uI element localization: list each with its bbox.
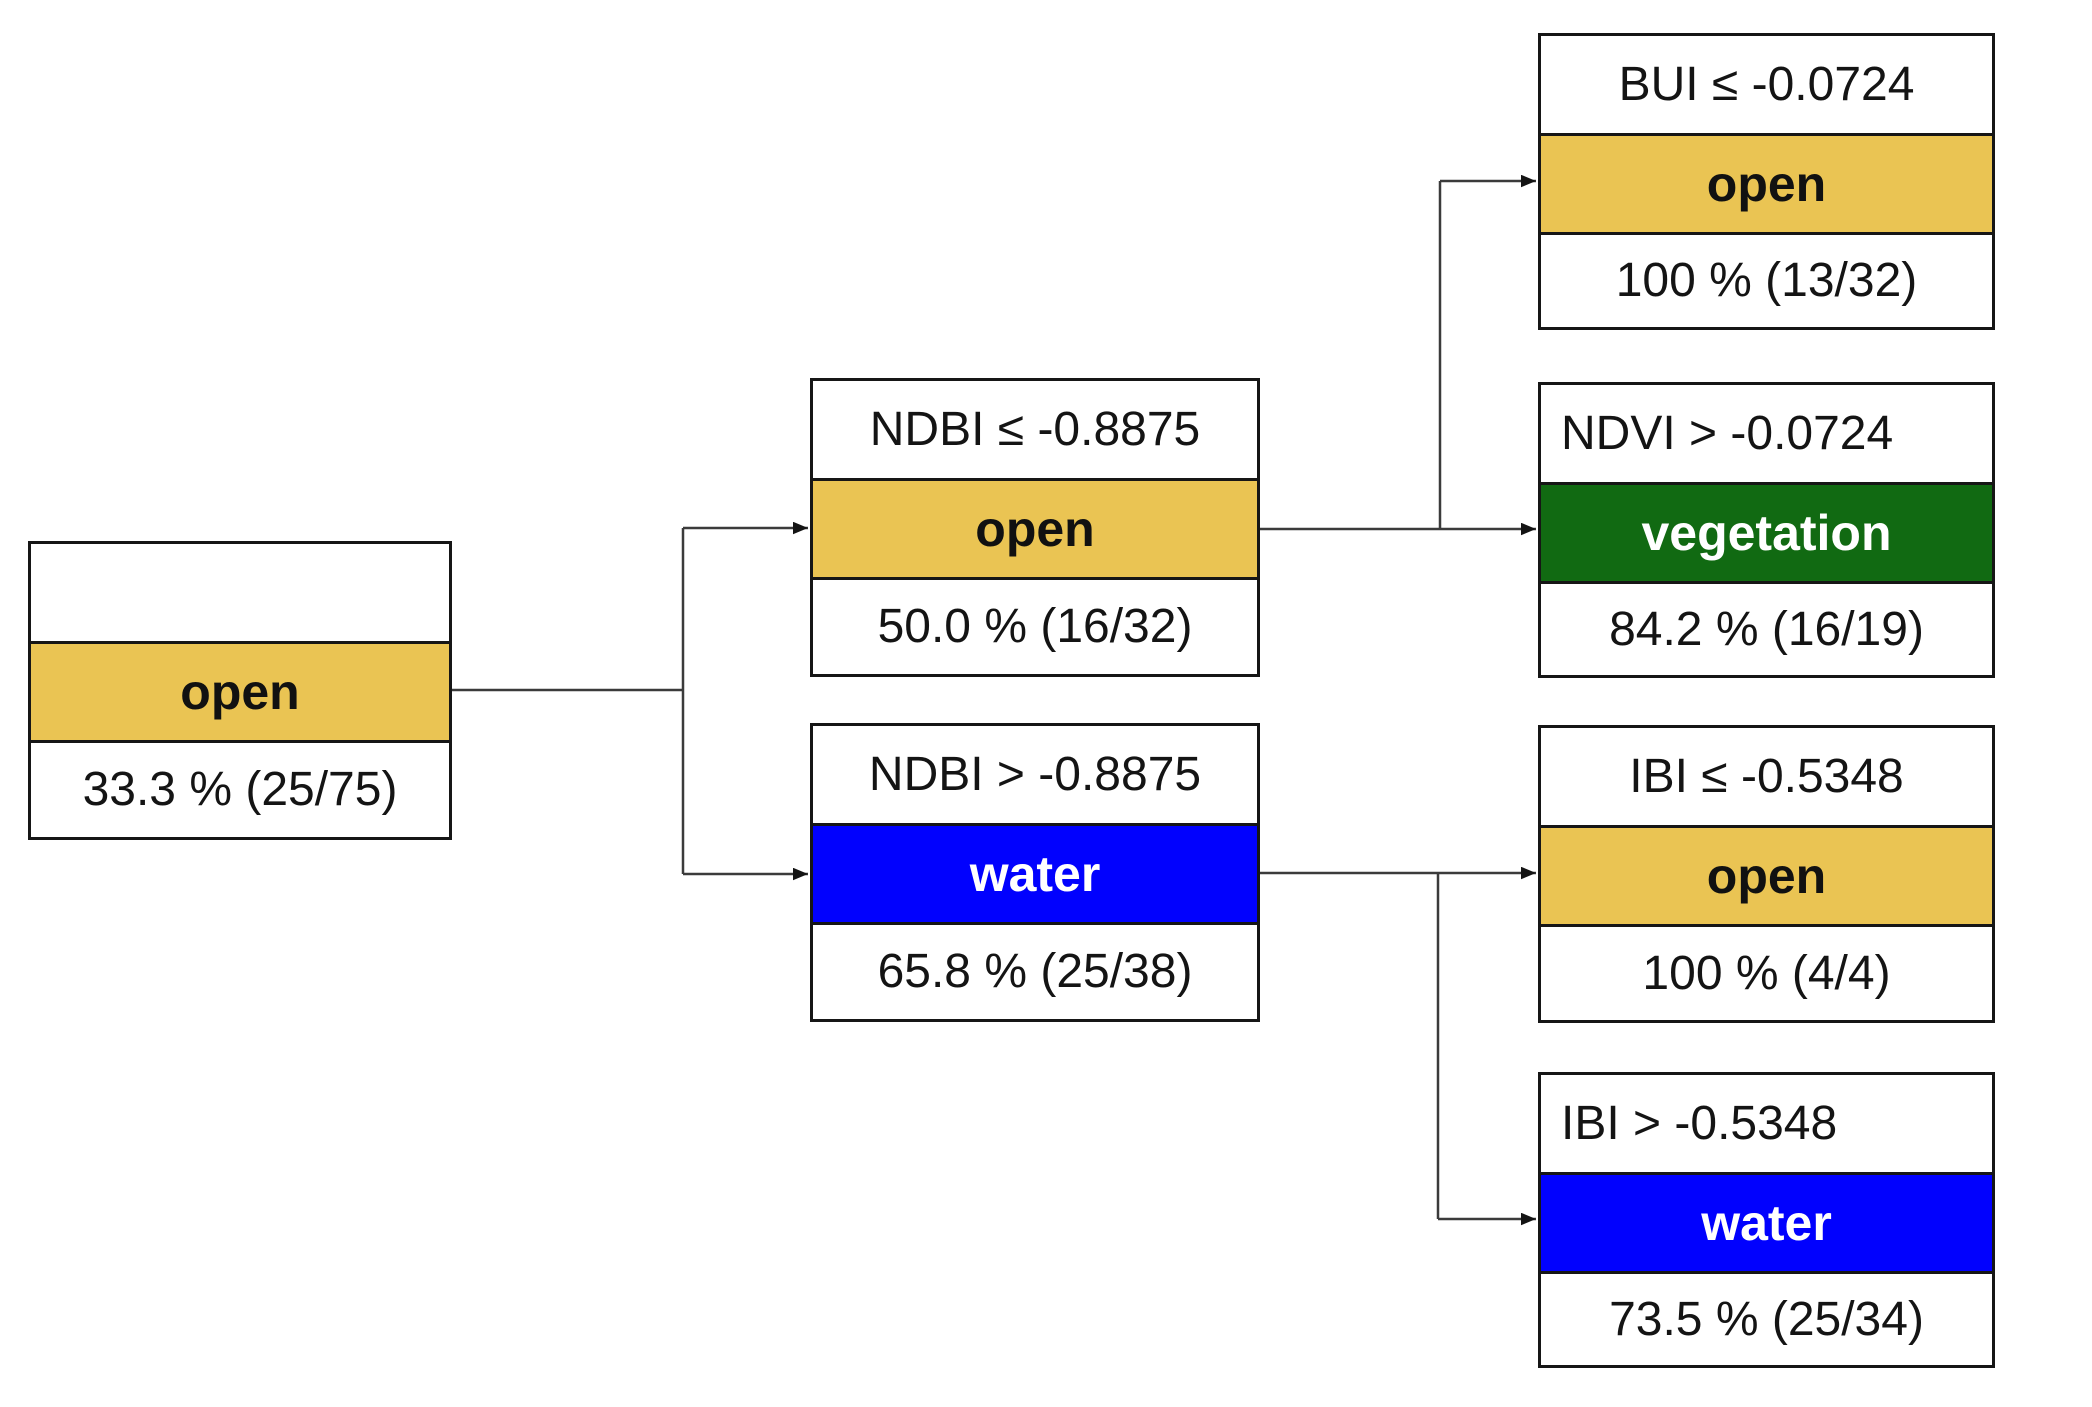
node-class-label: vegetation	[1541, 482, 1992, 584]
node-stats: 33.3 % (25/75)	[82, 763, 398, 816]
tree-node-ibi-gt: IBI > -0.5348 water 73.5 % (25/34)	[1538, 1072, 1995, 1368]
node-stats: 73.5 % (25/34)	[1609, 1292, 1924, 1346]
node-class-label: open	[1541, 825, 1992, 927]
node-class-label: open	[813, 478, 1257, 580]
node-condition: IBI > -0.5348	[1561, 1096, 1838, 1150]
tree-node-ndvi-gt: NDVI > -0.0724 vegetation 84.2 % (16/19)	[1538, 382, 1995, 678]
node-stats: 65.8 % (25/38)	[877, 945, 1193, 998]
node-class-label: open	[31, 641, 449, 743]
node-condition: NDVI > -0.0724	[1561, 406, 1894, 460]
node-condition: BUI ≤ -0.0724	[1618, 57, 1915, 111]
node-class-label: open	[1541, 133, 1992, 235]
node-class-label: water	[1541, 1172, 1992, 1274]
node-condition: NDBI ≤ -0.8875	[869, 402, 1201, 456]
node-condition	[31, 544, 449, 641]
node-stats: 100 % (4/4)	[1642, 946, 1891, 1000]
node-class-label: water	[813, 823, 1257, 925]
node-condition: IBI ≤ -0.5348	[1629, 749, 1904, 803]
tree-node-root: open 33.3 % (25/75)	[28, 541, 452, 840]
node-stats: 100 % (13/32)	[1615, 254, 1918, 307]
tree-node-ndbi-le: NDBI ≤ -0.8875 open 50.0 % (16/32)	[810, 378, 1260, 677]
node-condition: NDBI > -0.8875	[868, 747, 1202, 801]
tree-node-ndbi-gt: NDBI > -0.8875 water 65.8 % (25/38)	[810, 723, 1260, 1022]
node-stats: 50.0 % (16/32)	[877, 600, 1193, 653]
tree-node-ibi-le: IBI ≤ -0.5348 open 100 % (4/4)	[1538, 725, 1995, 1023]
node-stats: 84.2 % (16/19)	[1609, 602, 1924, 656]
tree-node-bui-le: BUI ≤ -0.0724 open 100 % (13/32)	[1538, 33, 1995, 330]
